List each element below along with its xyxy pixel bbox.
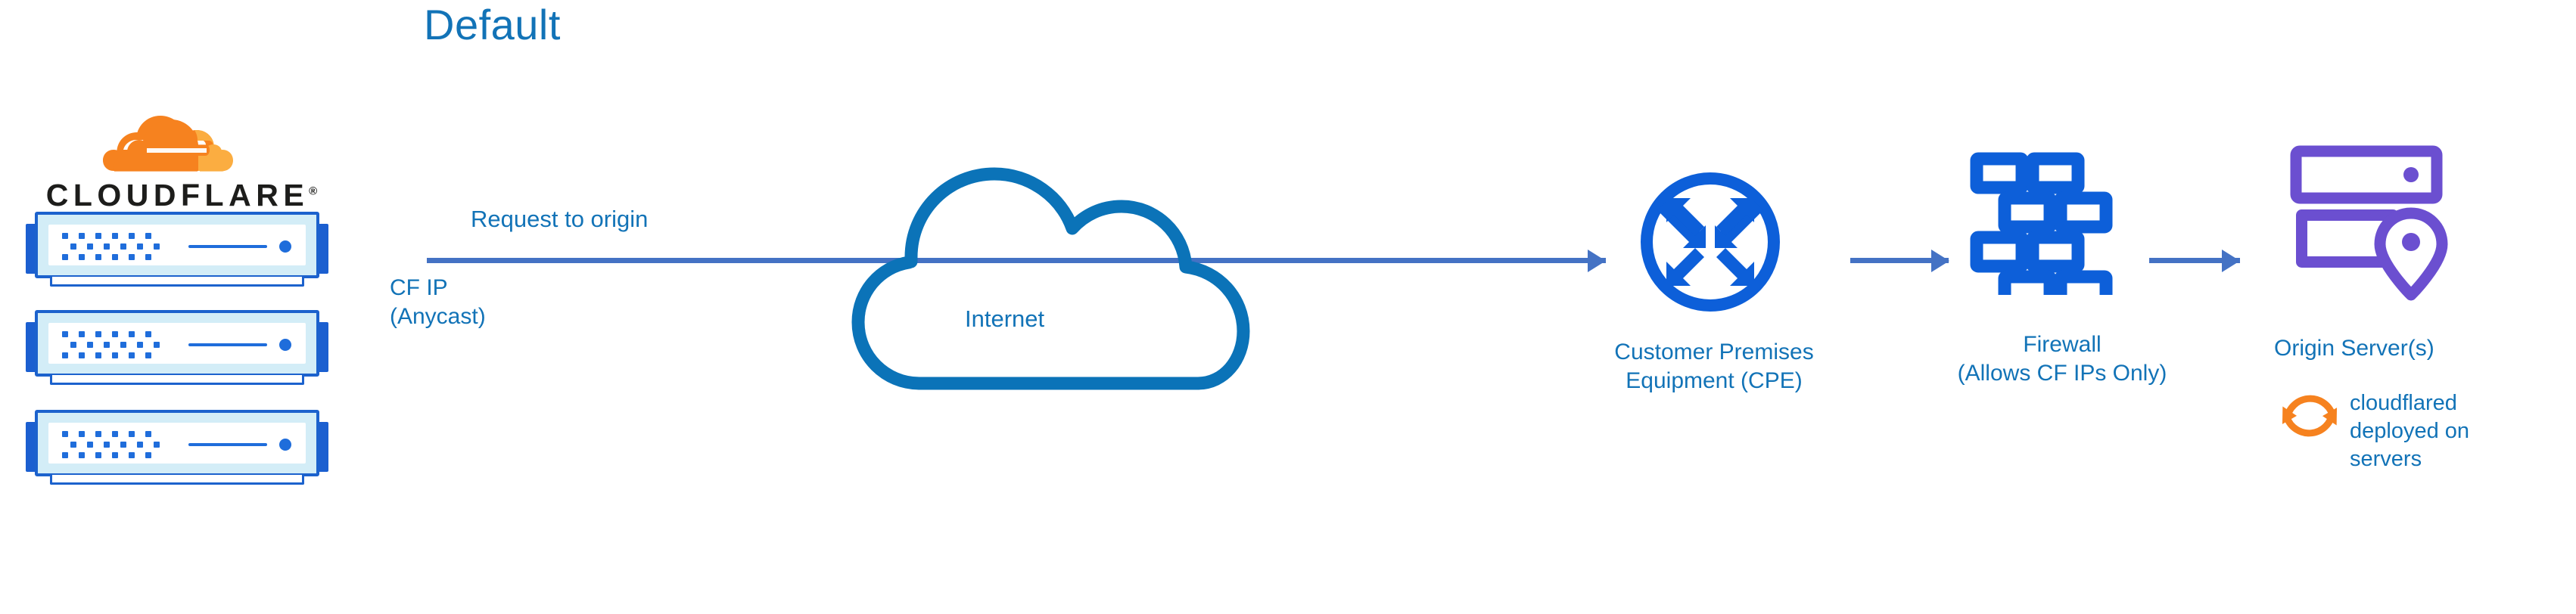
label-cf-ip-anycast: CF IP (Anycast) xyxy=(390,275,486,329)
sync-arrow-head-left xyxy=(2282,406,2298,424)
cf-edge-server-rack-2 xyxy=(26,310,328,386)
rack-body xyxy=(35,410,319,476)
sync-refresh-icon xyxy=(2278,384,2341,448)
cloudflare-wordmark-text: CLOUDFLARE xyxy=(45,178,310,212)
rack-ear-right-icon xyxy=(316,224,328,274)
firewall-node xyxy=(1966,144,2117,312)
rack-indicator-line xyxy=(188,245,267,248)
router-icon xyxy=(1641,172,1780,312)
cloudflare-cloud-left-lobe xyxy=(103,132,144,171)
server-stack-location-pin-icon xyxy=(2290,145,2448,301)
label-firewall: Firewall (Allows CF IPs Only) xyxy=(1957,332,2167,386)
rack-port-grid-icon xyxy=(62,233,160,260)
arrow-firewall-to-origin-line xyxy=(2149,258,2240,263)
cf-edge-server-rack-1 xyxy=(26,212,328,287)
router-four-arrows xyxy=(1666,198,1754,286)
cloudflare-cloud-shape xyxy=(114,119,229,172)
rack-base-shadow xyxy=(50,375,304,385)
cpe-router xyxy=(1635,166,1786,318)
cf-edge-server-rack-3 xyxy=(26,410,328,485)
rack-base-shadow xyxy=(50,277,304,287)
rack-power-led-icon xyxy=(279,439,291,451)
label-request-to-origin: Request to origin xyxy=(471,206,649,232)
rack-faceplate xyxy=(48,423,306,464)
rack-indicator-line xyxy=(188,343,267,346)
label-cpe: Customer Premises Equipment (CPE) xyxy=(1614,340,1814,393)
sync-arrow-head-right xyxy=(2322,408,2338,426)
cloudflare-wordmark: CLOUDFLARE® xyxy=(23,178,341,213)
rack-ear-right-icon xyxy=(316,422,328,472)
rack-faceplate xyxy=(48,225,306,265)
page-title: Default xyxy=(424,1,561,48)
rack-power-led-icon xyxy=(279,339,291,351)
registered-trademark-symbol: ® xyxy=(309,185,318,198)
cloudflare-logo: CLOUDFLARE® xyxy=(23,106,341,212)
rack-faceplate xyxy=(48,323,306,364)
label-cloudflared-deployed: cloudflared deployed on servers xyxy=(2350,391,2470,471)
rack-body xyxy=(35,310,319,377)
rack-ear-right-icon xyxy=(316,322,328,372)
rack-base-shadow xyxy=(50,475,304,485)
arrow-edge-to-cpe-line xyxy=(427,258,1606,263)
internet-cloud xyxy=(846,107,1300,395)
rack-indicator-line xyxy=(188,443,267,446)
rack-body xyxy=(35,212,319,278)
cloudflare-cloud-logo-icon xyxy=(103,116,233,172)
arrow-firewall-to-origin-head-icon xyxy=(2222,250,2240,272)
label-origin-server: Origin Server(s) xyxy=(2274,336,2434,361)
rack-port-grid-icon xyxy=(62,331,160,358)
arrow-edge-to-cpe-head-icon xyxy=(1588,250,1606,272)
arrow-cpe-to-firewall-line xyxy=(1850,258,1949,263)
brick-wall-icon xyxy=(1970,152,2113,312)
label-internet: Internet xyxy=(965,305,1045,332)
cloud-icon xyxy=(851,167,1250,390)
arrow-cpe-to-firewall-head-icon xyxy=(1931,250,1949,272)
rack-port-grid-icon xyxy=(62,431,160,458)
origin-server-node xyxy=(2285,141,2459,315)
rack-power-led-icon xyxy=(279,240,291,253)
